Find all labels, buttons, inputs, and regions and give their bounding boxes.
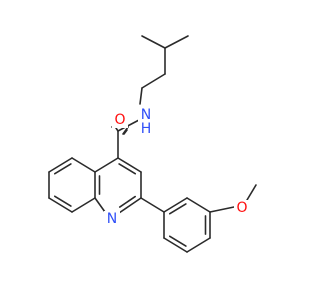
structure-canvas: O N H N O (48, 35, 257, 253)
bond-n1-c8a (94, 197, 106, 213)
bond-c4-c3 (117, 157, 142, 173)
bond-c4a-c5 (71, 157, 96, 173)
bond-c5-c6 (48, 157, 73, 173)
bond-p4-p5 (186, 237, 211, 253)
amide-oxygen-atom: O (112, 112, 128, 128)
bond-p1-p2 (163, 197, 188, 213)
molecule-drawing: O N H N O (48, 35, 257, 253)
amide-oxygen-label: O (114, 112, 125, 128)
ether-oxygen-atom: O (234, 200, 250, 216)
bond-c-o-b (123, 129, 128, 135)
bond-methyl-2 (164, 35, 189, 49)
amide-nitrogen-atom: N H (138, 107, 154, 137)
bond-p5-p6-inner (168, 235, 187, 247)
bond-layer (48, 35, 257, 253)
ring-nitrogen-atom: N (104, 211, 120, 227)
bond-c8-c8a (71, 197, 96, 213)
amide-hydrogen-label: H (141, 121, 152, 137)
bond-carbonyl-o-2 (122, 126, 129, 135)
bond-chain-to-n (139, 87, 143, 105)
bond-p2-p3 (186, 197, 211, 213)
ether-oxygen-label: O (236, 200, 247, 216)
bond-p1-p2-inner (168, 203, 187, 215)
bond-c4a-c4 (94, 157, 119, 173)
bond-c2-n1-inner (118, 195, 136, 208)
bond-c7-c8 (48, 197, 73, 213)
ring-nitrogen-label: N (107, 211, 117, 227)
bond-phenyl-o (209, 206, 235, 213)
bond-c5-c6-inner (53, 163, 72, 175)
bond-c7-c8-inner (53, 195, 72, 207)
bond-chain-2 (141, 73, 166, 89)
bond-c4-c3-inner (118, 163, 137, 175)
atom-label-layer: O N H N O (104, 107, 250, 227)
bond-c2-phenyl (140, 197, 165, 213)
bond-c2-n1 (118, 197, 142, 214)
bond-n-carbonyl (117, 119, 140, 132)
bond-methyl-1 (141, 35, 166, 49)
amide-nitrogen-label: N (141, 107, 151, 123)
bond-o-methyl (246, 184, 257, 201)
bond-p5-p6 (163, 237, 188, 253)
